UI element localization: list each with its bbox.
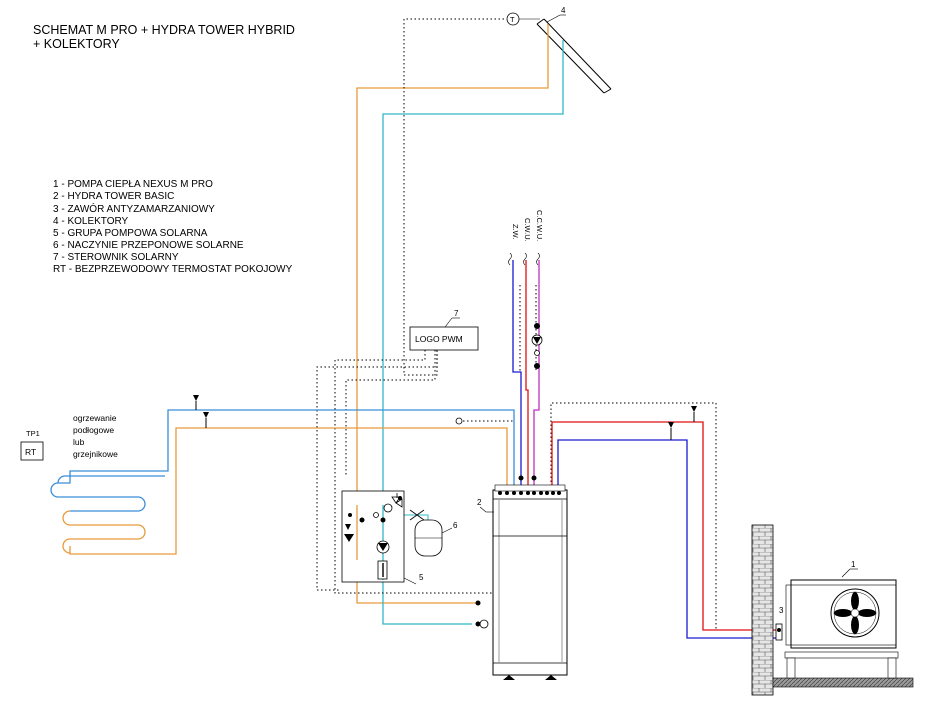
solar-collector: 4 T: [506, 6, 612, 94]
heat-pump-return-pipe: [557, 439, 778, 639]
heating-circuit-label: ogrzewanie podłogowe lub grzejnikowe: [73, 413, 118, 459]
solar-expansion-vessel: 6: [409, 509, 458, 557]
safety-valve-icon: [391, 496, 403, 508]
floor-heating-loop-2: [62, 510, 146, 554]
floor-heating-loop-1: [50, 482, 146, 512]
legend: 1 - POMPA CIEPŁA NEXUS M PRO 2 - HYDRA T…: [53, 179, 293, 275]
hydra-tower-body: [492, 489, 568, 676]
solar-supply-pipe: [356, 24, 549, 604]
legend-item-5: 5 - GRUPA POMPOWA SOLARNA: [53, 228, 208, 239]
ground: [772, 677, 914, 688]
collector-panel: [543, 18, 612, 90]
thermostat-small-label: TP1: [26, 429, 40, 438]
hydra-tower: 2: [477, 484, 568, 680]
room-thermostat: TP1 RT: [20, 429, 44, 461]
title-line-2: + KOLEKTORY: [33, 37, 120, 51]
heat-pump-unit: 1: [784, 560, 899, 679]
air-vent-icon: [345, 524, 351, 530]
thermostat-box: [20, 441, 44, 461]
collector-number: 4: [561, 6, 566, 15]
controller-box: [409, 326, 479, 351]
tower-connectors: [498, 491, 561, 495]
vessel-number: 6: [453, 521, 458, 530]
solar-pump-group: 5: [341, 490, 424, 585]
heat-pump-number: 1: [851, 560, 856, 569]
label-dhw-circulation: C.C.W.U.: [535, 210, 544, 241]
title-line-1: SCHEMAT M PRO + HYDRA TOWER HYBRID: [33, 23, 295, 37]
heating-supply-pipe: [58, 409, 515, 488]
heating-text-4: grzejnikowe: [73, 449, 118, 459]
air-vent-icon: [691, 406, 697, 412]
legend-item-2: 2 - HYDRA TOWER BASIC: [53, 191, 174, 202]
temperature-sensor-symbol: T: [510, 15, 515, 24]
collector-panel-edge: [536, 23, 605, 94]
water-pipe-labels: Z.W. C.W.U. C.C.W.U.: [511, 210, 544, 242]
heating-text-2: podłogowe: [73, 425, 114, 435]
hydra-tower-number: 2: [477, 498, 482, 507]
solar-return-pipe: [382, 40, 564, 625]
legend-item-1: 1 - POMPA CIEPŁA NEXUS M PRO: [53, 179, 213, 190]
air-vent-icon: [193, 395, 199, 401]
thermostat-label: RT: [25, 447, 36, 457]
heating-text-3: lub: [73, 437, 85, 447]
collector-label-leader: [546, 14, 561, 23]
label-dhw: C.W.U.: [523, 218, 532, 242]
air-vent-icon: [203, 412, 209, 418]
temperature-sensor-icon: [506, 12, 520, 26]
antifreeze-valve-number: 3: [779, 606, 784, 615]
heat-pump-supply-pipe: [551, 421, 778, 631]
building-wall: [751, 524, 774, 696]
legend-item-7: 7 - STEROWNIK SOLARNY: [53, 252, 179, 263]
air-vent-icon: [668, 422, 674, 428]
heating-sensor-icon: [455, 417, 463, 425]
control-wiring: [316, 18, 776, 631]
legend-item-6: 6 - NACZYNIE PRZEPONOWE SOLARNE: [53, 240, 244, 251]
dhw-pipe: [525, 260, 529, 488]
label-cold-water: Z.W.: [511, 224, 520, 239]
legend-item-4: 4 - KOLEKTORY: [53, 216, 129, 227]
pressure-gauge-icon: [383, 503, 393, 513]
pump-group-number: 5: [419, 573, 424, 582]
controller-number: 7: [454, 309, 459, 318]
heating-text-1: ogrzewanie: [73, 413, 117, 423]
legend-item-3: 3 - ZAWÓR ANTYZAMARZANIOWY: [53, 202, 215, 215]
solar-controller: LOGO PWM 7: [409, 309, 479, 351]
controller-label: LOGO PWM: [415, 334, 463, 344]
antifreeze-valve: 3: [775, 606, 784, 641]
heat-pump-base: [784, 651, 899, 659]
hydra-solar-valve-icon: [479, 619, 489, 629]
legend-item-rt: RT - BEZPRZEWODOWY TERMOSTAT POKOJOWY: [53, 264, 293, 275]
cold-water-pipe: [512, 260, 522, 488]
